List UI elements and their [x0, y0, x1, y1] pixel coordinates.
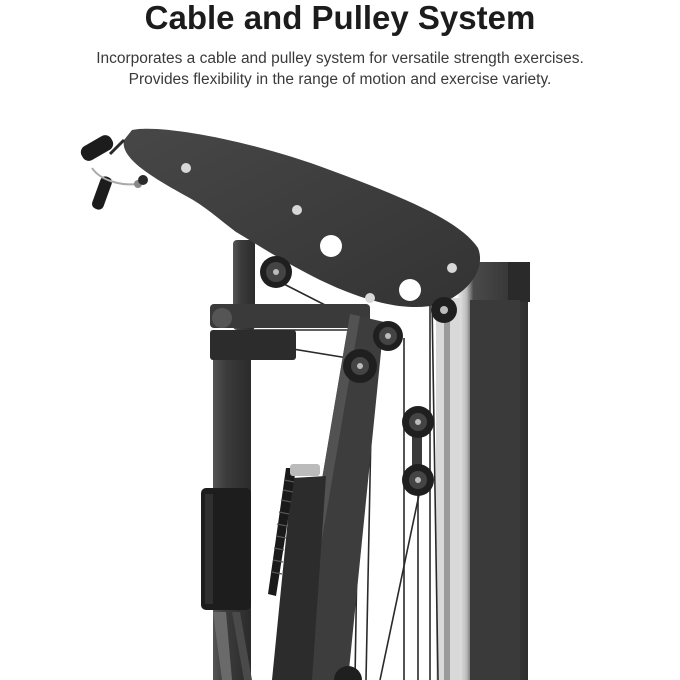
back-pad: [268, 464, 326, 680]
left-post: [201, 240, 255, 680]
right-tower: [436, 262, 530, 680]
pulley-floating-upper: [402, 406, 434, 474]
pulley-bottom: [334, 666, 362, 680]
pulley-mid: [343, 349, 377, 383]
feature-description: Incorporates a cable and pulley system f…: [0, 48, 680, 90]
description-line-1: Incorporates a cable and pulley system f…: [96, 50, 584, 67]
cable-handle: [80, 135, 148, 210]
pulley-arm: [210, 304, 370, 360]
description-line-2: Provides flexibility in the range of mot…: [128, 71, 552, 88]
pulley-tower-top: [431, 297, 457, 323]
pulley-floating-lower: [402, 464, 434, 496]
pulley-arm-end: [373, 321, 403, 351]
pulley-top-left: [260, 256, 292, 288]
top-head-plate: [123, 128, 481, 307]
page-title: Cable and Pulley System: [144, 0, 536, 36]
